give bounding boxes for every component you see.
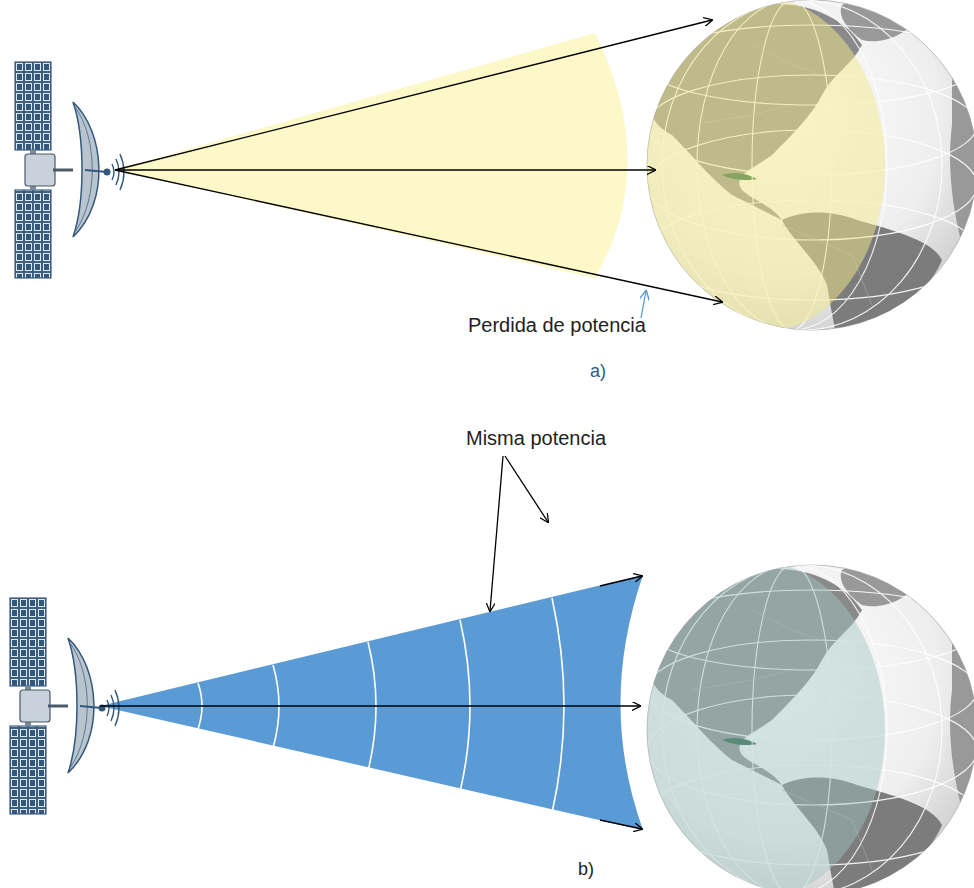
beam-arrows: [115, 20, 722, 302]
panel-label: b): [578, 859, 594, 881]
annotation: Perdida de potencia: [468, 313, 646, 337]
beam-cone: [100, 575, 643, 830]
beam-arrows: [100, 456, 642, 829]
beam-cone: [115, 33, 628, 278]
annotation: Misma potencia: [466, 426, 606, 450]
panel-label: a): [590, 361, 606, 383]
leader-line: [641, 291, 646, 318]
coverage-area: [635, 562, 885, 888]
coverage-area: [635, 0, 885, 333]
